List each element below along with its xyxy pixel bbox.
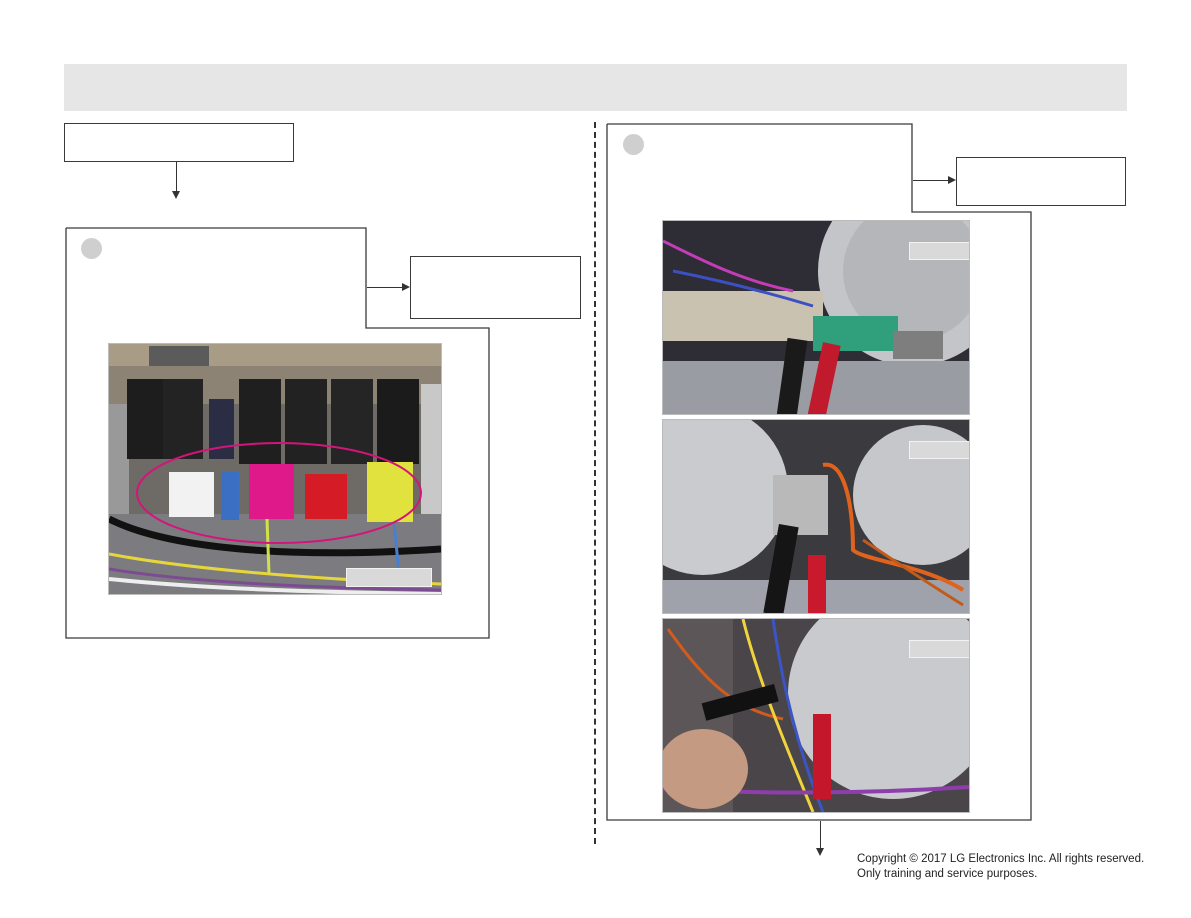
thermostat-test-photo xyxy=(662,419,970,614)
step-number-dot xyxy=(623,134,644,155)
thermostat-test-illustration xyxy=(663,420,969,613)
right-arrow-icon xyxy=(402,283,410,291)
photo-label-chip xyxy=(909,242,969,260)
copyright-line-1: Copyright © 2017 LG Electronics Inc. All… xyxy=(857,853,1145,865)
right-side-box xyxy=(956,157,1126,206)
heater-test-photo xyxy=(662,618,970,813)
left-side-box xyxy=(410,256,581,319)
right-side-connector xyxy=(913,180,949,181)
section-divider xyxy=(594,122,596,844)
relay-board-illustration xyxy=(109,344,441,594)
photo-label-chip xyxy=(346,568,432,587)
sensor-test-photo xyxy=(662,220,970,415)
left-step-outline xyxy=(65,227,490,639)
photo-label-chip xyxy=(909,640,969,658)
highlight-ellipse xyxy=(136,442,422,544)
relay-board-photo xyxy=(108,343,442,595)
down-arrow-icon xyxy=(816,848,824,856)
header-bar xyxy=(64,64,1127,111)
copyright-notice: Copyright © 2017 LG Electronics Inc. All… xyxy=(857,852,1144,882)
left-connector-line xyxy=(176,161,177,192)
step-number-dot xyxy=(81,238,102,259)
right-bottom-connector xyxy=(820,821,821,849)
photo-label-chip xyxy=(909,441,969,459)
sensor-test-illustration xyxy=(663,221,969,414)
left-side-connector xyxy=(367,287,403,288)
copyright-line-2: Only training and service purposes. xyxy=(857,868,1038,880)
right-arrow-icon xyxy=(948,176,956,184)
left-top-box xyxy=(64,123,294,162)
down-arrow-icon xyxy=(172,191,180,199)
right-step-outline xyxy=(606,123,1032,821)
